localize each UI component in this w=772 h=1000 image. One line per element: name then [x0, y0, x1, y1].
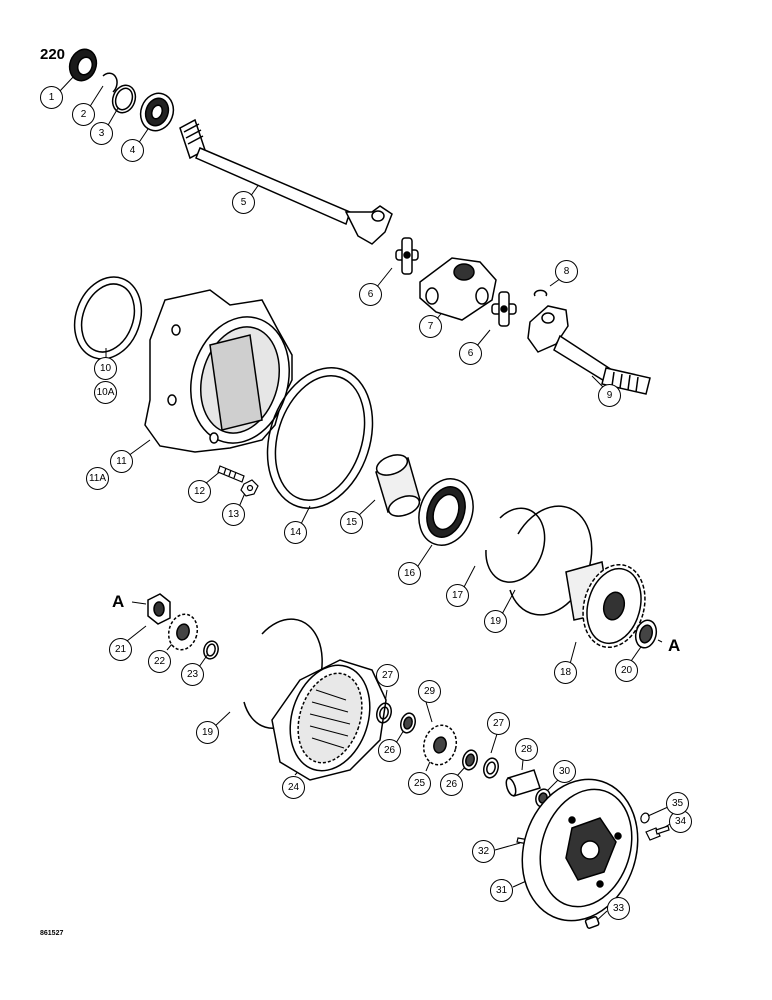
callout-25: 25 — [408, 772, 431, 795]
callout-14: 14 — [284, 521, 307, 544]
lock-ring-upper-part — [510, 506, 592, 615]
callout-11: 11 — [110, 450, 133, 473]
callout-6-upper: 6 — [359, 283, 382, 306]
reference-letter-right: A — [668, 636, 681, 655]
callout-26-lower: 26 — [440, 773, 463, 796]
axle-shaft-part — [180, 120, 392, 244]
nut-part — [241, 480, 258, 496]
callout-28: 28 — [515, 738, 538, 761]
roller-bearing-part — [410, 471, 482, 553]
callout-4: 4 — [121, 139, 144, 162]
callout-9: 9 — [598, 384, 621, 407]
callout-32: 32 — [472, 840, 495, 863]
washer-26-lower — [461, 749, 480, 772]
callout-8: 8 — [555, 260, 578, 283]
bolt-part — [646, 826, 669, 840]
callout-21: 21 — [109, 638, 132, 661]
callout-10a: 10A — [94, 381, 117, 404]
callout-35: 35 — [666, 792, 689, 815]
ring-gear-part — [272, 655, 386, 781]
retaining-ring-part — [103, 73, 117, 92]
u-joint-cross-lower — [492, 292, 516, 326]
page-number: 220 — [40, 46, 66, 63]
callout-5: 5 — [232, 191, 255, 214]
callout-24: 24 — [282, 776, 305, 799]
center-yoke-part — [420, 258, 496, 320]
planet-pin-part — [504, 770, 540, 797]
lock-washer-part — [640, 812, 651, 824]
callout-19-lower: 19 — [196, 721, 219, 744]
gasket-part — [250, 354, 390, 522]
drawing-code: 861527 — [40, 930, 64, 937]
callout-6-lower: 6 — [459, 342, 482, 365]
stub-shaft-part — [528, 306, 650, 394]
reference-letter-left: A — [112, 592, 125, 611]
small-washer-part — [202, 639, 220, 660]
snap-ring-part — [535, 290, 547, 296]
seal-part — [65, 46, 100, 85]
bushing-part — [374, 451, 422, 520]
ring-part — [64, 268, 153, 369]
callout-27-upper: 27 — [376, 664, 399, 687]
thrust-washer-27-lower — [482, 757, 501, 780]
callout-20: 20 — [615, 659, 638, 682]
thrust-washer-part — [633, 618, 660, 650]
washer-part — [109, 82, 139, 116]
thrust-washer-27-upper — [375, 702, 394, 725]
callout-2: 2 — [72, 103, 95, 126]
callout-3: 3 — [90, 122, 113, 145]
bearing-part — [135, 89, 178, 136]
callout-13: 13 — [222, 503, 245, 526]
callout-19-upper: 19 — [484, 610, 507, 633]
planet-gear-part — [419, 722, 460, 769]
callout-11a: 11A — [86, 467, 109, 490]
callout-22: 22 — [148, 650, 171, 673]
callout-12: 12 — [188, 480, 211, 503]
callout-1: 1 — [40, 86, 63, 109]
reference-marker-lines — [132, 602, 662, 642]
callout-26-upper: 26 — [378, 739, 401, 762]
snap-ring-large-part — [486, 508, 545, 582]
callout-23: 23 — [181, 663, 204, 686]
planet-carrier-part — [504, 764, 655, 936]
callout-31: 31 — [490, 879, 513, 902]
callout-16: 16 — [398, 562, 421, 585]
plug-part — [585, 916, 599, 929]
pinion-gear-part — [165, 611, 201, 653]
washer-26-upper — [399, 712, 418, 735]
housing-part — [145, 290, 303, 454]
stud-part — [218, 466, 244, 482]
callout-34: 34 — [669, 810, 692, 833]
callout-10: 10 — [94, 357, 117, 380]
sun-gear-part — [566, 558, 654, 655]
hex-nut-part — [148, 594, 170, 624]
callout-17: 17 — [446, 584, 469, 607]
callout-7: 7 — [419, 315, 442, 338]
callout-15: 15 — [340, 511, 363, 534]
callout-18: 18 — [554, 661, 577, 684]
callout-30: 30 — [553, 760, 576, 783]
callout-27-lower: 27 — [487, 712, 510, 735]
callout-33: 33 — [607, 897, 630, 920]
callout-29: 29 — [418, 680, 441, 703]
u-joint-cross-upper — [396, 238, 418, 274]
